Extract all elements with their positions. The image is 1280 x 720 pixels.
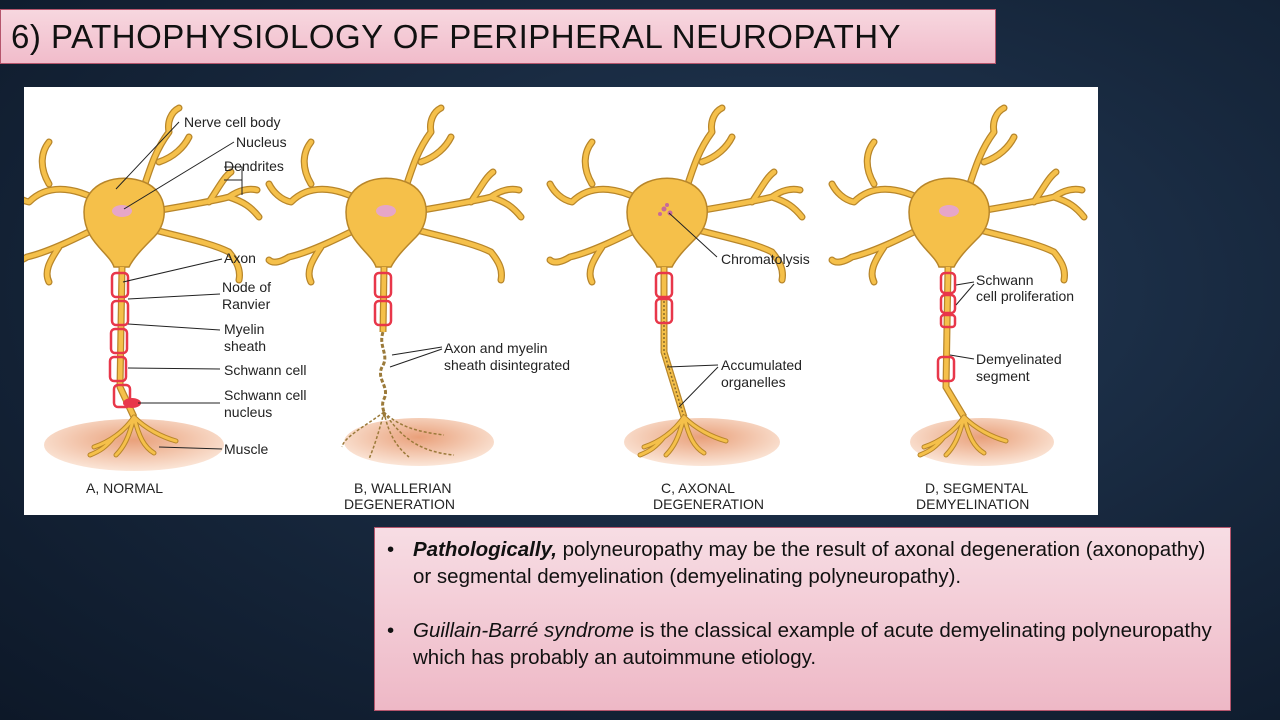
caption-c-line1: C, AXONAL	[661, 480, 735, 496]
label-muscle: Muscle	[224, 441, 269, 457]
label-demyelinated-1: Demyelinated	[976, 351, 1062, 367]
caption-d-line2: DEMYELINATION	[916, 496, 1029, 512]
label-myelin-sheath-1: Myelin	[224, 321, 264, 337]
panel-b-wallerian: Axon and myelin sheath disintegrated B, …	[269, 108, 570, 512]
bullet-body-2: is the classical example of acute demyel…	[413, 619, 1212, 669]
label-schwann-cell-nucleus-2: nucleus	[224, 404, 272, 420]
panel-d-segmental: Schwann cell proliferation Demyelinated …	[832, 108, 1084, 512]
slide-title: 6) PATHOPHYSIOLOGY OF PERIPHERAL NEUROPA…	[11, 17, 902, 55]
label-accumulated-2: organelles	[721, 374, 786, 390]
bullet-text: Pathologically, polyneuropathy may be th…	[413, 536, 1216, 590]
bullet-lead-2: Guillain-Barré syndrome	[413, 619, 635, 642]
label-node-of-ranvier-1: Node of	[222, 279, 271, 295]
label-schwann-proliferation-1: Schwann	[976, 272, 1034, 288]
label-disintegrated-2: sheath disintegrated	[444, 357, 570, 373]
bullet-lead-1: Pathologically,	[413, 538, 557, 561]
caption-c-line2: DEGENERATION	[653, 496, 764, 512]
bullet-text: Guillain-Barré syndrome is the classical…	[413, 617, 1216, 671]
bullet-item: • Pathologically, polyneuropathy may be …	[387, 536, 1216, 590]
label-nucleus: Nucleus	[236, 134, 287, 150]
bullet-dot: •	[387, 619, 395, 642]
bullet-dot: •	[387, 538, 395, 561]
label-schwann-proliferation-2: cell proliferation	[976, 288, 1074, 304]
panel-a-normal: Nerve cell body Nucleus Dendrites Axon N…	[24, 108, 307, 496]
caption-d-line1: D, SEGMENTAL	[925, 480, 1028, 496]
label-chromatolysis: Chromatolysis	[721, 251, 810, 267]
label-accumulated-1: Accumulated	[721, 357, 802, 373]
neuropathy-diagram: Nerve cell body Nucleus Dendrites Axon N…	[24, 87, 1098, 515]
label-dendrites: Dendrites	[224, 158, 284, 174]
label-schwann-cell: Schwann cell	[224, 362, 307, 378]
panel-c-axonal: Chromatolysis Accumulated organelles C, …	[550, 108, 810, 512]
label-node-of-ranvier-2: Ranvier	[222, 296, 271, 312]
neuron-diagram-svg: Nerve cell body Nucleus Dendrites Axon N…	[24, 87, 1098, 512]
label-nerve-cell-body: Nerve cell body	[184, 114, 281, 130]
label-disintegrated-1: Axon and myelin	[444, 340, 548, 356]
label-schwann-cell-nucleus-1: Schwann cell	[224, 387, 307, 403]
slide-title-banner: 6) PATHOPHYSIOLOGY OF PERIPHERAL NEUROPA…	[0, 9, 996, 64]
label-axon: Axon	[224, 250, 256, 266]
explanation-text-box: • Pathologically, polyneuropathy may be …	[374, 527, 1231, 711]
caption-a: A, NORMAL	[86, 480, 163, 496]
label-myelin-sheath-2: sheath	[224, 338, 266, 354]
label-demyelinated-2: segment	[976, 368, 1030, 384]
bullet-body-1: polyneuropathy may be the result of axon…	[413, 538, 1206, 588]
caption-b-line1: B, WALLERIAN	[354, 480, 452, 496]
caption-b-line2: DEGENERATION	[344, 496, 455, 512]
bullet-item: • Guillain-Barré syndrome is the classic…	[387, 617, 1216, 671]
